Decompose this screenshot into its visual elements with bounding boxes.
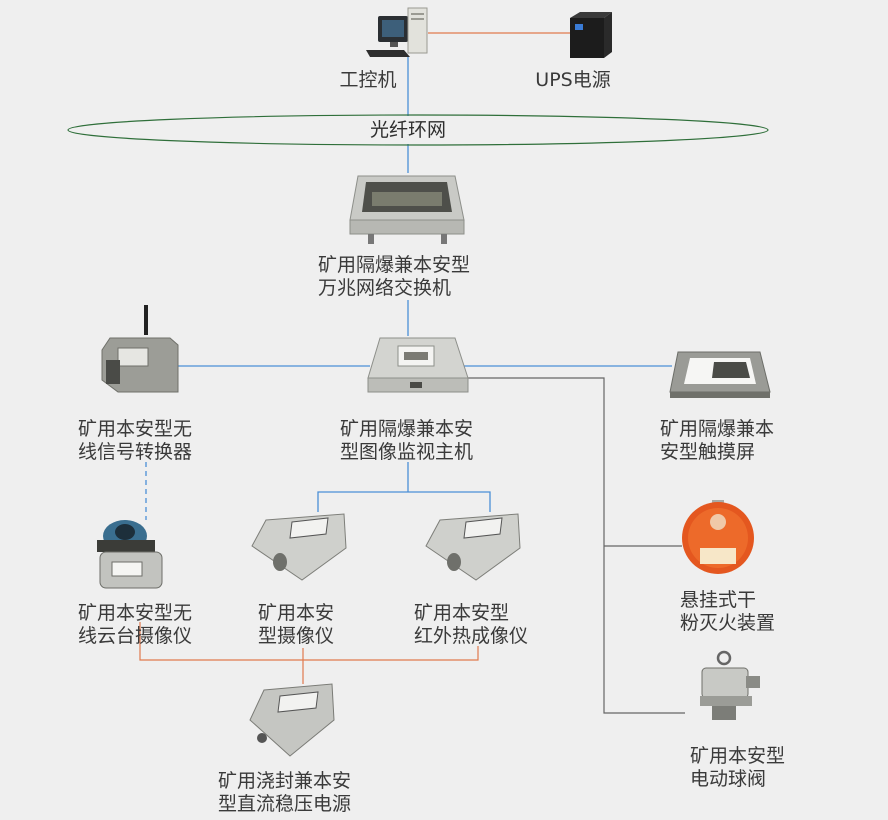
wireless-converter-label-line1: 矿用本安型无 xyxy=(78,418,193,440)
explosion-proof-enclosure-icon xyxy=(349,175,465,244)
box-camera-icon xyxy=(425,513,521,581)
extinguisher-label-line1: 悬挂式干 xyxy=(680,589,757,611)
hanging-extinguisher-icon xyxy=(682,500,754,574)
thermal-camera-label: 矿用本安型 红外热成像仪 xyxy=(414,602,528,648)
power-supply-box-icon xyxy=(249,683,335,757)
antenna-box-icon xyxy=(101,305,179,393)
wireless-converter-label: 矿用本安型无 线信号转换器 xyxy=(78,418,192,464)
fiber-ring-ellipse xyxy=(67,114,769,146)
power-supply-label: 矿用浇封兼本安 型直流稳压电源 xyxy=(218,770,351,816)
connection-lines xyxy=(139,32,685,714)
host-label: 矿用隔爆兼本安 型图像监视主机 xyxy=(340,418,473,464)
touchscreen-label: 矿用隔爆兼本 安型触摸屏 xyxy=(660,418,774,464)
touchscreen-label-line2: 安型触摸屏 xyxy=(660,441,756,463)
ups-tower-icon xyxy=(570,12,612,58)
box-camera-icon xyxy=(251,513,347,581)
thermal-camera-label-line1: 矿用本安型 xyxy=(414,602,510,624)
switch-label-line2: 万兆网络交换机 xyxy=(318,277,452,299)
fiber-ring-label: 光纤环网 xyxy=(369,119,446,141)
touchscreen-label-line1: 矿用隔爆兼本 xyxy=(660,418,775,440)
electric-valve-icon xyxy=(700,650,760,720)
extinguisher-label-line2: 粉灭火装置 xyxy=(680,612,776,634)
host-label-line1: 矿用隔爆兼本安 xyxy=(340,418,474,440)
ipc-label: 工控机 xyxy=(339,69,397,91)
ptz-camera-label-line1: 矿用本安型无 xyxy=(78,602,193,624)
ball-valve-label-line2: 电动球阀 xyxy=(690,768,767,790)
host-cameras-link xyxy=(317,462,491,512)
ups-label: UPS电源 xyxy=(535,69,611,91)
explosion-proof-enclosure-icon xyxy=(367,337,469,393)
power-supply-label-line2: 型直流稳压电源 xyxy=(218,793,352,815)
ball-valve-label-line1: 矿用本安型 xyxy=(690,745,786,767)
host-label-line2: 型图像监视主机 xyxy=(340,441,474,463)
camera-label-line2: 型摄像仪 xyxy=(258,625,335,647)
dome-camera-icon xyxy=(97,520,163,589)
power-supply-label-line1: 矿用浇封兼本安 xyxy=(218,770,352,792)
desktop-computer-icon xyxy=(366,7,428,57)
extinguisher-label: 悬挂式干 粉灭火装置 xyxy=(680,589,775,635)
touch-panel-icon xyxy=(669,351,771,398)
camera-label: 矿用本安 型摄像仪 xyxy=(258,602,334,648)
power-bus-link xyxy=(139,622,479,684)
wireless-converter-label-line2: 线信号转换器 xyxy=(78,441,193,463)
switch-label: 矿用隔爆兼本安型 万兆网络交换机 xyxy=(318,254,470,300)
thermal-camera-label-line2: 红外热成像仪 xyxy=(414,625,529,647)
host-field-devices-cable xyxy=(462,377,685,714)
fiber-ring xyxy=(67,114,769,146)
ball-valve-label: 矿用本安型 电动球阀 xyxy=(690,745,785,791)
ptz-camera-label: 矿用本安型无 线云台摄像仪 xyxy=(78,602,192,648)
switch-label-line1: 矿用隔爆兼本安型 xyxy=(318,254,471,276)
camera-label-line1: 矿用本安 xyxy=(258,602,335,624)
ptz-camera-label-line2: 线云台摄像仪 xyxy=(78,625,193,647)
